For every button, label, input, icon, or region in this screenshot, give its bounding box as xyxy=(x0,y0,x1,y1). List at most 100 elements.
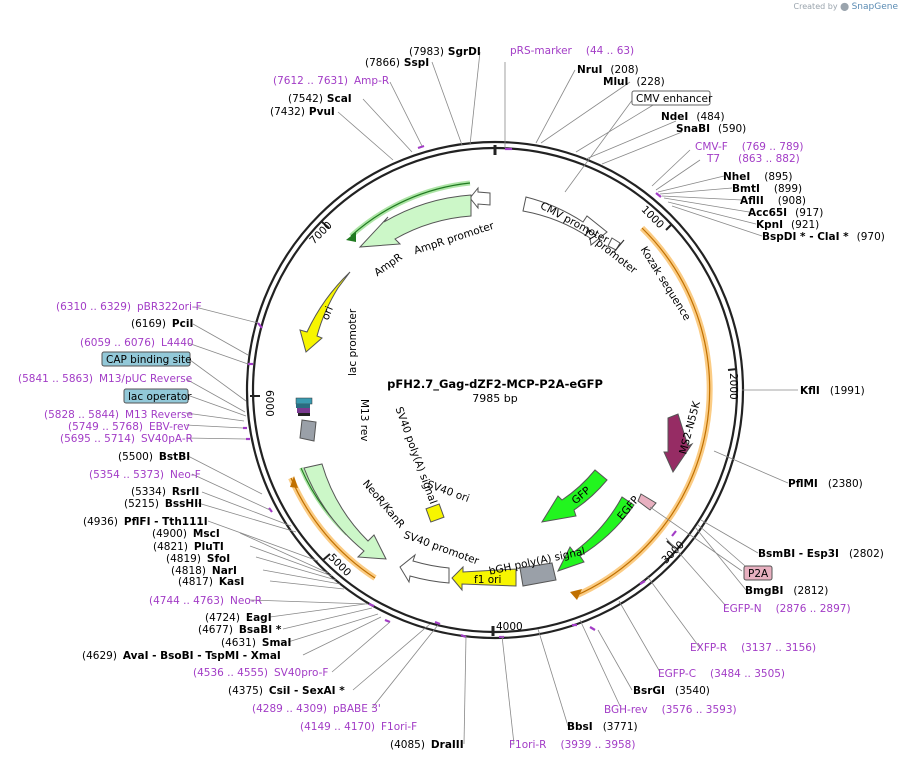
site-pcii: (6169)PciI xyxy=(131,318,193,330)
gfp-arrow xyxy=(540,469,608,523)
site-sfoi: (4819)SfoI xyxy=(166,553,230,565)
ampr-promoter-arrow xyxy=(469,186,491,210)
primer-pbabe3: (4289 .. 4309)pBABE 3' xyxy=(252,703,381,715)
primer-bgh-rev: BGH-rev(3576 .. 3593) xyxy=(604,704,737,716)
site-pluti: (4821)PluTI xyxy=(153,541,224,553)
p2a-box xyxy=(637,493,657,511)
site-sspi: (7866)SspI xyxy=(365,57,429,69)
primer-exfp-r: EXFP-R(3137 .. 3156) xyxy=(690,642,816,654)
box-lac-operator: lac operator xyxy=(128,391,192,403)
ms2-arrow xyxy=(663,413,694,474)
primer-sv40pa-r: (5695 .. 5714)SV40pA-R xyxy=(60,433,193,445)
site-bsrgi: BsrGI(3540) xyxy=(633,685,710,697)
site-scai: (7542)ScaI xyxy=(288,93,352,105)
ruler-label-2000: 2000 xyxy=(727,373,739,400)
site-pflmi: PflMI(2380) xyxy=(788,478,863,490)
site-pflfi: (4936)PflFI - Tth111I xyxy=(83,516,208,528)
credit-prefix: Created by xyxy=(793,2,838,11)
plasmid-name: pFH2.7_Gag-dZF2-MCP-P2A-eGFP xyxy=(387,377,603,392)
feature-arrows xyxy=(295,186,694,592)
site-bsshii: (5215)BssHII xyxy=(124,498,202,510)
lac-operator-box xyxy=(297,408,310,413)
primer-f1ori-r: F1ori-R(3939 .. 3958) xyxy=(509,739,635,751)
primer-labels: pRS-marker(44 .. 63) (7612 .. 7631)Amp-R… xyxy=(18,45,851,751)
site-nari: (4818)NarI xyxy=(171,565,237,577)
ruler-label-4000: 4000 xyxy=(496,621,523,633)
primer-neo-f: (5354 .. 5373)Neo-F xyxy=(89,469,201,481)
primer-amp-r: (7612 .. 7631)Amp-R xyxy=(273,75,389,87)
site-bmti: BmtI(899) xyxy=(732,183,802,195)
bgh-polya-box xyxy=(519,562,557,587)
site-smai: (4631)SmaI xyxy=(221,637,291,649)
primer-prs-marker: pRS-marker(44 .. 63) xyxy=(510,45,634,57)
primer-l4440: (6059 .. 6076)L4440 xyxy=(80,337,194,349)
primer-sv40pro-f: (4536 .. 4555)SV40pro-F xyxy=(193,667,328,679)
site-bmgbi: BmgBI(2812) xyxy=(745,585,828,597)
lac-promoter-box xyxy=(295,397,313,405)
site-snabi: SnaBI(590) xyxy=(676,123,746,135)
primer-cmv-f: CMV-F(769 .. 789) xyxy=(695,141,803,153)
orf-band-right-arrow xyxy=(570,589,582,600)
f1-ori-arrow xyxy=(451,565,517,592)
primer-m13-puc-reverse: (5841 .. 5863)M13/pUC Reverse xyxy=(18,373,192,385)
sv40-promoter-arrow xyxy=(399,553,450,584)
site-mlui: MluI(228) xyxy=(603,76,665,88)
primer-ticks xyxy=(243,144,677,639)
site-aflii: AflII(908) xyxy=(740,195,806,207)
site-bspdi-clai: BspDI * - ClaI *(970) xyxy=(762,231,885,243)
m13-box xyxy=(298,413,310,416)
site-bsabi: (4677)BsaBI * xyxy=(198,624,282,636)
ampr-arrow xyxy=(358,194,472,248)
orf-band-ampr-arrow xyxy=(346,232,356,242)
label-ampr: AmpR xyxy=(372,251,405,279)
ori-arrow xyxy=(299,271,351,353)
orf-band-ampr-inner xyxy=(350,182,471,237)
primer-f1ori-f: (4149 .. 4170)F1ori-F xyxy=(300,721,417,733)
primer-egfp-n: EGFP-N(2876 .. 2897) xyxy=(723,603,851,615)
site-kasi: (4817)KasI xyxy=(178,576,244,588)
box-p2a: P2A xyxy=(748,568,769,580)
label-f1-ori: f1 ori xyxy=(474,574,501,586)
kozak-tick xyxy=(613,239,625,253)
site-pvui: (7432)PvuI xyxy=(270,106,335,118)
primer-t7: T7(863 .. 882) xyxy=(706,153,800,165)
egfp-arrow xyxy=(557,496,635,572)
credit-brand: SnapGene xyxy=(851,2,898,12)
snapgene-credit: Created by ⬤ SnapGene xyxy=(794,2,898,12)
label-lac-promoter: lac promoter xyxy=(347,308,359,376)
site-sgrdi: (7983)SgrDI xyxy=(409,46,481,58)
sv40-polya-box xyxy=(299,419,317,442)
snapgene-logo-icon: ⬤ xyxy=(840,2,850,11)
site-acc65i: Acc65I(917) xyxy=(748,207,823,219)
label-m13-rev: M13 rev xyxy=(358,399,370,442)
site-draiii: (4085)DraIII xyxy=(390,739,464,751)
site-bstbi: (5500)BstBI xyxy=(118,451,190,463)
orf-band-right-inner xyxy=(574,227,711,597)
primer-egfp-c: EGFP-C(3484 .. 3505) xyxy=(658,668,785,680)
primer-m13-reverse: (5828 .. 5844)M13 Reverse xyxy=(44,409,193,421)
box-cmv-enhancer: CMV enhancer xyxy=(636,93,713,105)
site-nrui: NruI(208) xyxy=(577,64,639,76)
site-nhei: NheI(895) xyxy=(723,171,793,183)
box-cap-binding-site: CAP binding site xyxy=(106,354,192,366)
orf-band-left-arrow xyxy=(290,476,298,488)
plasmid-length: 7985 bp xyxy=(472,392,517,405)
site-kfli: KflI(1991) xyxy=(800,385,865,397)
site-kpni: KpnI(921) xyxy=(756,219,819,231)
site-bbsi: BbsI(3771) xyxy=(567,721,638,733)
site-csii-sexai: (4375)CsiI - SexAI * xyxy=(228,685,345,697)
ruler-label-6000: 6000 xyxy=(263,390,275,417)
site-msci: (4900)MscI xyxy=(152,528,220,540)
sv40-ori-box xyxy=(425,503,445,523)
cmv-promoter-arrow xyxy=(522,196,608,246)
site-avai-group: (4629)AvaI - BsoBI - TspMI - XmaI xyxy=(82,650,281,662)
label-t7-promoter: T7 promoter xyxy=(580,226,640,277)
primer-neo-r: (4744 .. 4763)Neo-R xyxy=(149,595,262,607)
label-ori: ori xyxy=(320,305,336,322)
site-bsmbi-esp3i: BsmBI - Esp3I(2802) xyxy=(758,548,884,560)
restriction-sites: (7983)SgrDI (7866)SspI (7542)ScaI (7432)… xyxy=(82,46,885,751)
site-ndei: NdeI(484) xyxy=(661,111,725,123)
primer-ebv-rev: (5749 .. 5768)EBV-rev xyxy=(68,421,190,433)
boxed-features: CMV enhancer CAP binding site lac operat… xyxy=(101,90,773,581)
orf-band-left-inner xyxy=(290,477,376,579)
